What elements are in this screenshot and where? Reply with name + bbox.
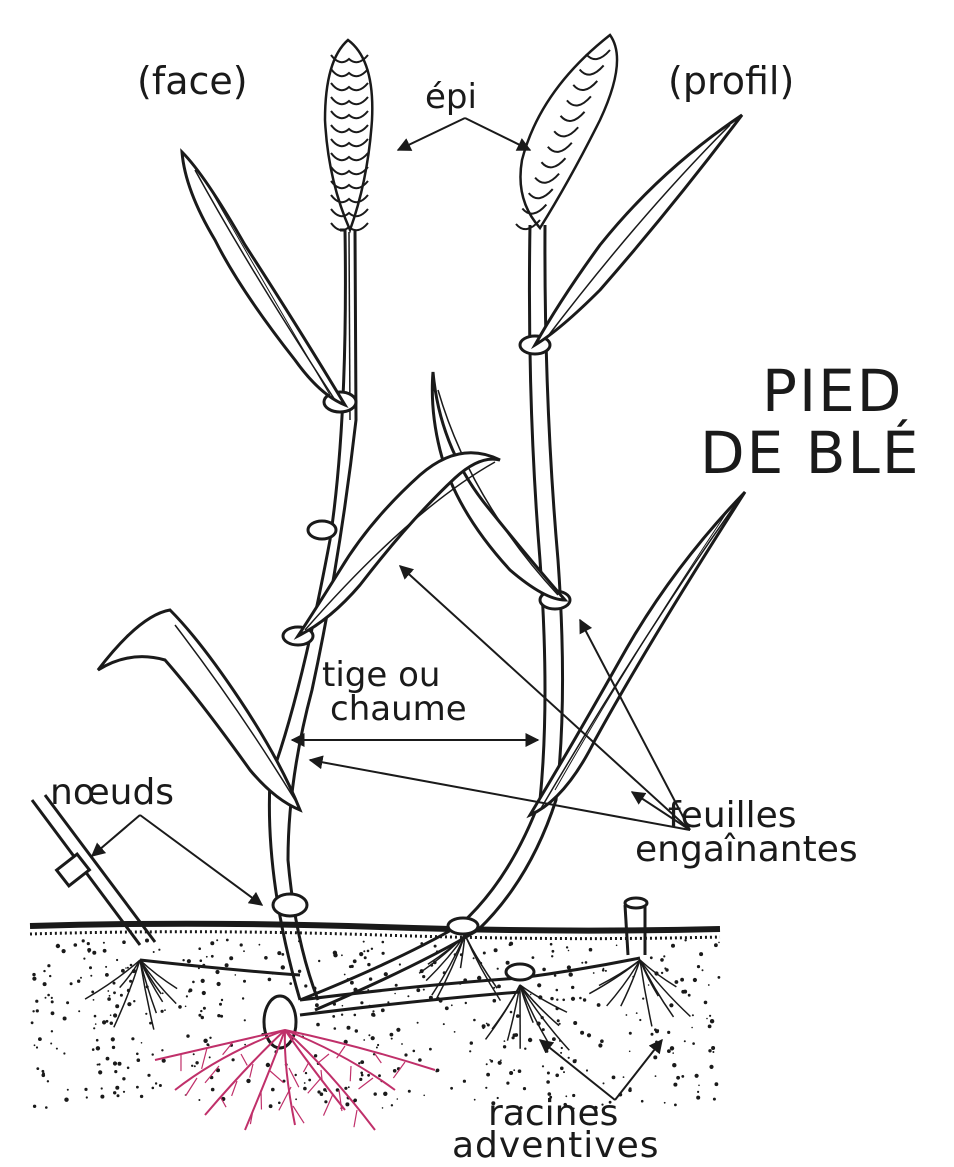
label-profil: (profil): [668, 62, 794, 100]
label-feuilles-line-2: engaînantes: [635, 832, 858, 868]
label-tige-line-2: chaume: [330, 692, 467, 726]
title-line-2: DE BLÉ: [700, 424, 921, 482]
label-noeuds: nœuds: [50, 775, 174, 811]
soil: [30, 924, 720, 1110]
label-racines-line-2: adventives: [452, 1128, 660, 1164]
ear-profil: [516, 35, 617, 229]
label-epi: épi: [425, 80, 477, 114]
label-tige-line-1: tige ou: [322, 658, 440, 692]
label-face: (face): [137, 62, 248, 100]
title-line-1: PIED: [762, 362, 903, 420]
ear-face: [325, 40, 372, 230]
